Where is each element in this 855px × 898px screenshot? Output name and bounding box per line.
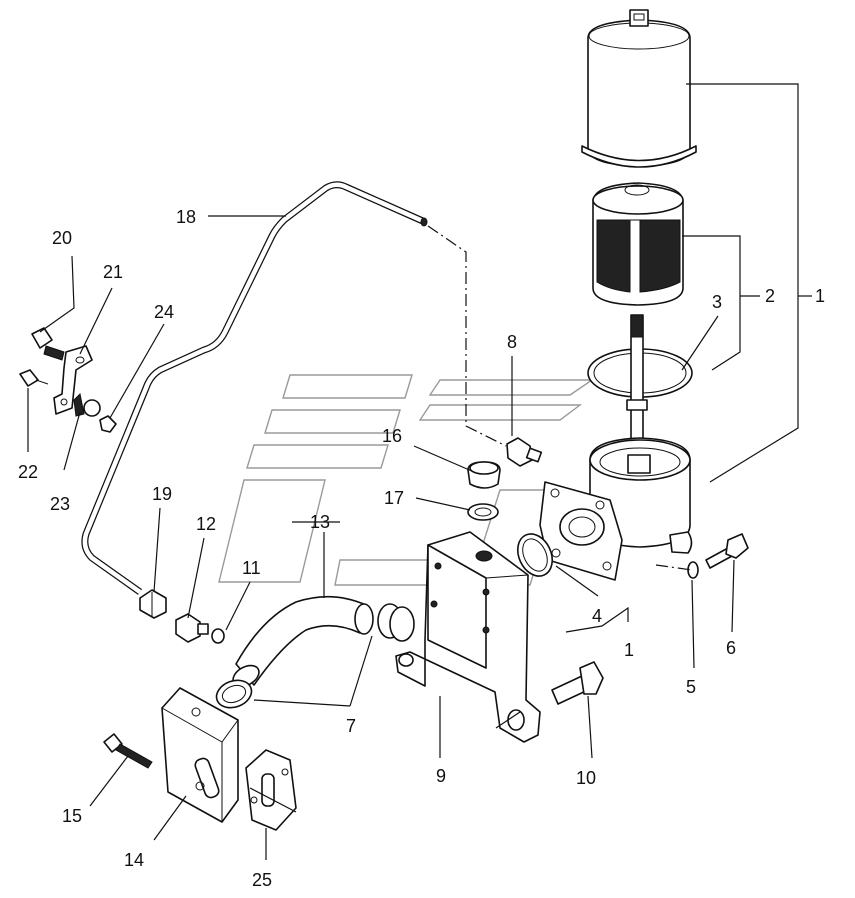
label-15: 15	[62, 806, 82, 826]
label-4: 4	[592, 606, 602, 626]
bolt-6	[705, 533, 749, 569]
hose-13	[232, 595, 374, 688]
callout-labels: 1 2 3 4 5 6 7 8 9 10 11 12 13 14 15 16 1…	[18, 207, 825, 890]
leader-lines	[27, 83, 812, 860]
washer-17	[467, 503, 499, 521]
label-22: 22	[18, 462, 38, 482]
watermark-logo	[218, 374, 595, 586]
washer-11	[211, 628, 225, 644]
mounting-bracket-9	[395, 531, 541, 743]
adapter-block-14	[161, 687, 239, 823]
label-1-sub: 1	[624, 640, 634, 660]
label-8: 8	[507, 332, 517, 352]
label-5: 5	[686, 677, 696, 697]
label-16: 16	[382, 426, 402, 446]
label-9: 9	[436, 766, 446, 786]
clip-21	[53, 345, 93, 415]
label-10: 10	[576, 768, 596, 788]
bolt-15	[103, 733, 153, 769]
assembly-centerline	[427, 225, 507, 447]
nut-24	[99, 415, 117, 433]
plug-16	[467, 461, 501, 489]
oring-head	[516, 533, 554, 577]
nut-19	[139, 589, 167, 619]
union-fitting-8	[506, 437, 543, 467]
label-6: 6	[726, 638, 736, 658]
label-23: 23	[50, 494, 70, 514]
label-12: 12	[196, 514, 216, 534]
label-11: 11	[242, 558, 261, 578]
assembly-centerline-2	[655, 564, 693, 571]
adapter-12	[175, 613, 209, 643]
filter-element	[592, 182, 684, 306]
clamp-23	[73, 392, 101, 417]
label-24: 24	[154, 302, 174, 322]
oil-pipe-18	[81, 181, 428, 595]
hose-clamp-7	[215, 603, 415, 709]
label-2: 2	[765, 286, 775, 306]
bolt-20	[31, 327, 65, 361]
label-14: 14	[124, 850, 144, 870]
label-25: 25	[252, 870, 272, 890]
bolt-22	[19, 369, 49, 387]
label-19: 19	[152, 484, 172, 504]
gasket-25	[245, 749, 297, 831]
label-20: 20	[52, 228, 72, 248]
label-1: 1	[815, 286, 825, 306]
label-17: 17	[384, 488, 404, 508]
label-13: 13	[310, 512, 330, 532]
label-18: 18	[176, 207, 196, 227]
bolt-10	[551, 661, 604, 705]
filter-housing-can	[581, 9, 697, 168]
label-7: 7	[346, 716, 356, 736]
filter-head-base	[539, 437, 693, 581]
label-21: 21	[103, 262, 123, 282]
label-3: 3	[712, 292, 722, 312]
